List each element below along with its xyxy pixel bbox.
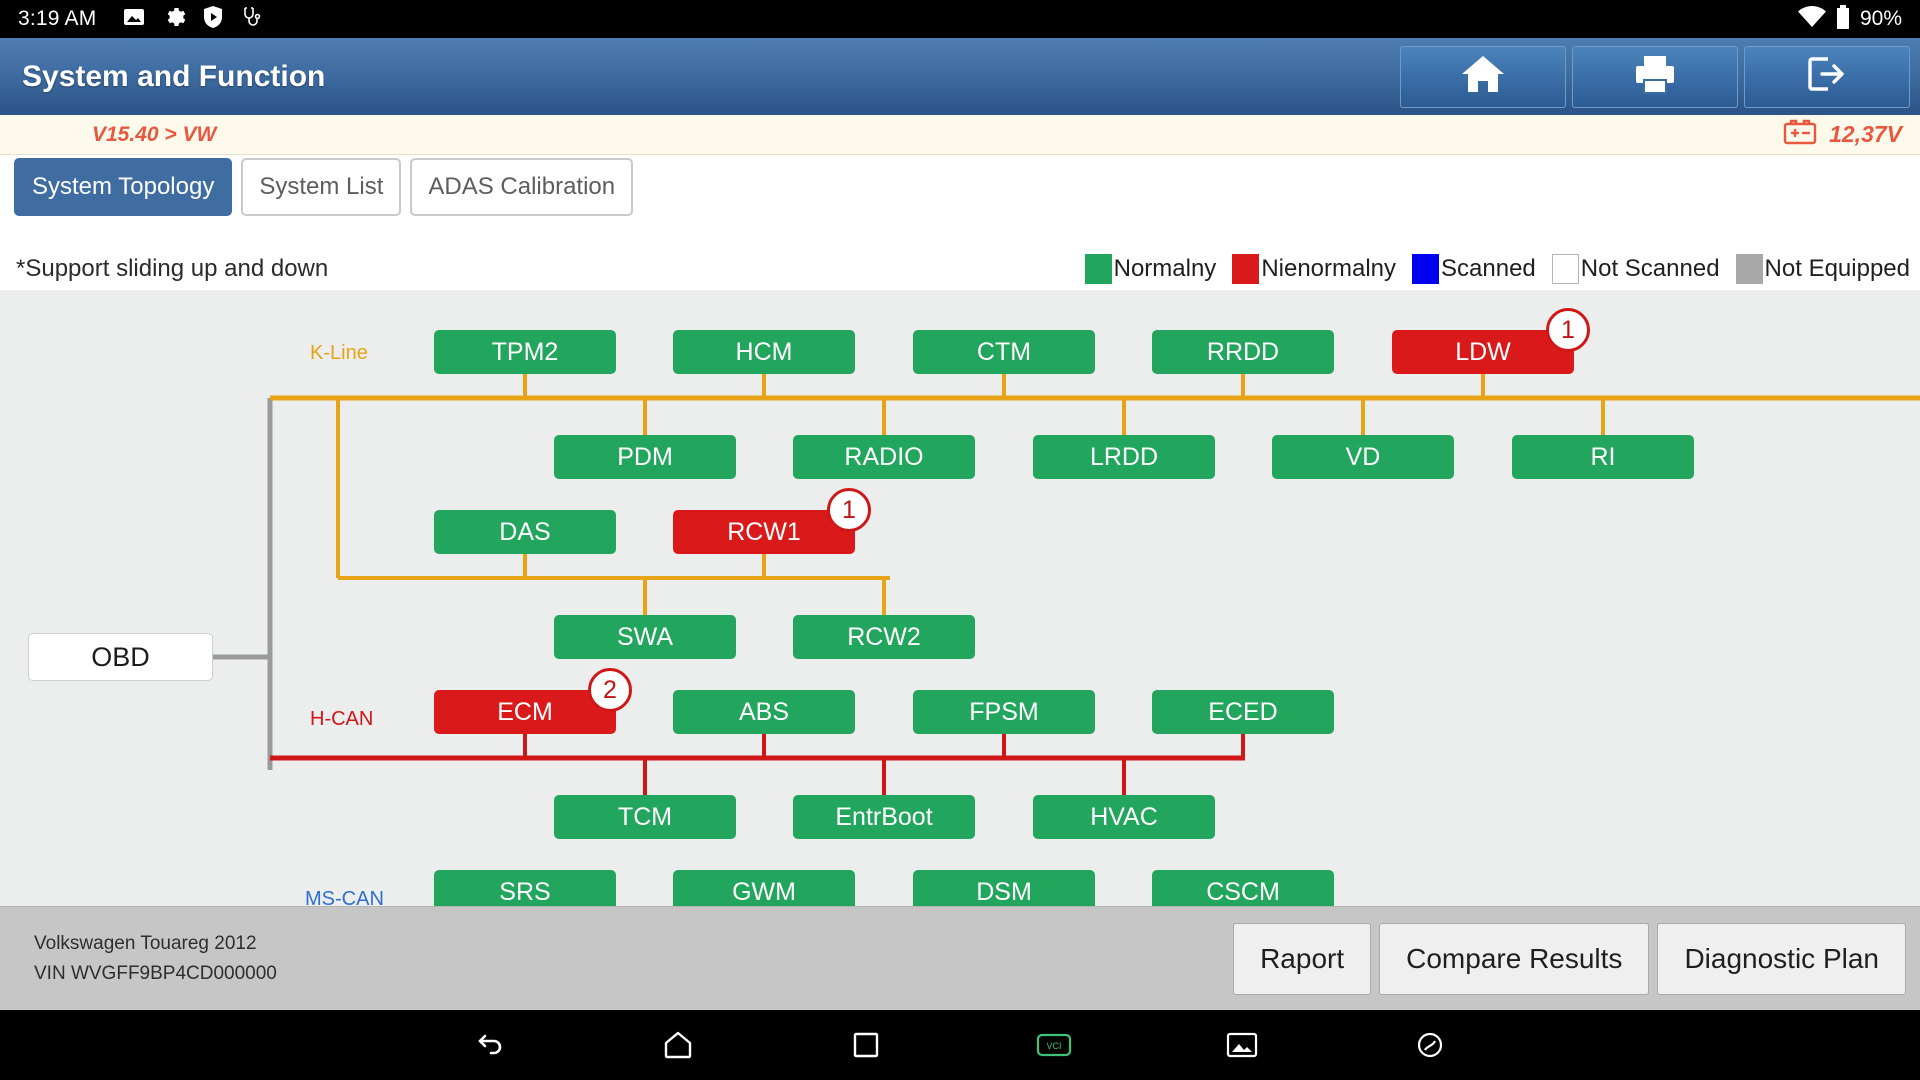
- hint-legend-row: *Support sliding up and down Normalny Ni…: [0, 248, 1920, 290]
- back-icon[interactable]: [460, 1015, 520, 1075]
- node-tcm[interactable]: TCM: [554, 795, 736, 839]
- legend-swatch-not-scanned: [1551, 254, 1579, 284]
- breadcrumb: V15.40 > VW: [92, 122, 217, 146]
- recents-icon[interactable]: [836, 1015, 896, 1075]
- node-gwm[interactable]: GWM: [673, 870, 855, 906]
- android-status-bar: 3:19 AM 90%: [0, 0, 1920, 38]
- node-rcw1[interactable]: RCW1: [673, 510, 855, 554]
- node-obd[interactable]: OBD: [28, 633, 213, 681]
- node-ctm[interactable]: CTM: [913, 330, 1095, 374]
- vci-icon[interactable]: VCI: [1024, 1015, 1084, 1075]
- image-icon: [122, 5, 146, 34]
- node-srs[interactable]: SRS: [434, 870, 616, 906]
- diagnostic-plan-button[interactable]: Diagnostic Plan: [1657, 922, 1906, 995]
- battery-icon: [1836, 4, 1850, 34]
- fault-count-badge: 1: [827, 488, 871, 532]
- legend-label-scanned: Scanned: [1441, 255, 1536, 282]
- legend-swatch-normal: [1084, 254, 1112, 284]
- node-abs[interactable]: ABS: [673, 690, 855, 734]
- vehicle-name: Volkswagen Touareg 2012: [34, 932, 257, 954]
- compare-results-button[interactable]: Compare Results: [1379, 922, 1650, 995]
- legend-label-abnormal: Nienormalny: [1261, 255, 1397, 282]
- node-pdm[interactable]: PDM: [554, 435, 736, 479]
- legend-label-normal: Normalny: [1113, 255, 1217, 282]
- printer-icon: [1632, 53, 1678, 100]
- android-nav-bar: VCI: [0, 1010, 1920, 1080]
- node-entrboot[interactable]: EntrBoot: [793, 795, 975, 839]
- legend-swatch-scanned: [1412, 254, 1440, 284]
- car-battery-icon: [1783, 119, 1817, 150]
- node-cscm[interactable]: CSCM: [1152, 870, 1334, 906]
- node-dsm[interactable]: DSM: [913, 870, 1095, 906]
- node-tpm2[interactable]: TPM2: [434, 330, 616, 374]
- battery-percent: 90%: [1859, 7, 1902, 30]
- vehicle-info: Volkswagen Touareg 2012 VIN WVGFF9BP4CD0…: [34, 929, 277, 989]
- legend-item-not-equipped: Not Equipped: [1735, 254, 1910, 284]
- home-icon[interactable]: [648, 1015, 708, 1075]
- bottom-bar: Volkswagen Touareg 2012 VIN WVGFF9BP4CD0…: [0, 906, 1920, 1010]
- legend-swatch-abnormal: [1232, 254, 1260, 284]
- bus-label-hcan: H-CAN: [310, 708, 374, 730]
- node-hvac[interactable]: HVAC: [1033, 795, 1215, 839]
- stethoscope-icon: [240, 5, 264, 34]
- legend-item-not-scanned: Not Scanned: [1551, 254, 1720, 284]
- node-rrdd[interactable]: RRDD: [1152, 330, 1334, 374]
- bus-label-mscan: MS-CAN: [305, 888, 384, 906]
- fault-count-badge: 2: [588, 668, 632, 712]
- node-lrdd[interactable]: LRDD: [1033, 435, 1215, 479]
- status-legend: Normalny Nienormalny Scanned Not Scanned…: [1069, 254, 1910, 284]
- app-title-bar: System and Function: [0, 38, 1920, 115]
- node-vd[interactable]: VD: [1272, 435, 1454, 479]
- report-button[interactable]: Raport: [1233, 922, 1372, 995]
- node-ecm[interactable]: ECM: [434, 690, 616, 734]
- node-radio[interactable]: RADIO: [793, 435, 975, 479]
- fault-count-badge: 1: [1546, 308, 1590, 352]
- tab-system-topology[interactable]: System Topology: [14, 158, 233, 216]
- screenshot-icon[interactable]: [1212, 1015, 1272, 1075]
- exit-icon: [1804, 53, 1850, 100]
- node-ri[interactable]: RI: [1512, 435, 1694, 479]
- topology-wires: [213, 374, 1920, 795]
- home-button[interactable]: [1400, 45, 1566, 108]
- tab-adas-calibration[interactable]: ADAS Calibration: [410, 158, 634, 216]
- scroll-hint: *Support sliding up and down: [16, 255, 329, 282]
- svg-text:VCI: VCI: [1046, 1041, 1061, 1051]
- print-button[interactable]: [1572, 45, 1738, 108]
- node-fpsm[interactable]: FPSM: [913, 690, 1095, 734]
- page-title: System and Function: [22, 59, 326, 93]
- bottom-actions: Raport Compare Results Diagnostic Plan: [1233, 922, 1906, 995]
- node-eced[interactable]: ECED: [1152, 690, 1334, 734]
- node-das[interactable]: DAS: [434, 510, 616, 554]
- vehicle-vin: VIN WVGFF9BP4CD000000: [34, 962, 277, 984]
- exit-button[interactable]: [1744, 45, 1910, 108]
- status-clock: 3:19 AM: [18, 7, 97, 30]
- voltage-reading: 12,37V: [1829, 121, 1902, 147]
- legend-label-not-scanned: Not Scanned: [1580, 255, 1720, 282]
- gear-icon: [162, 5, 186, 34]
- bus-label-kline: K-Line: [310, 342, 368, 364]
- legend-label-not-equipped: Not Equipped: [1764, 255, 1910, 282]
- assistant-icon[interactable]: [1400, 1015, 1460, 1075]
- wifi-icon: [1797, 5, 1826, 33]
- tab-bar: System Topology System List ADAS Calibra…: [14, 158, 634, 216]
- version-voltage-bar: V15.40 > VW 12,37V: [0, 115, 1920, 155]
- tab-system-list[interactable]: System List: [241, 158, 402, 216]
- legend-item-normal: Normalny: [1084, 254, 1217, 284]
- legend-item-scanned: Scanned: [1412, 254, 1536, 284]
- node-ldw[interactable]: LDW: [1392, 330, 1574, 374]
- legend-swatch-not-equipped: [1735, 254, 1763, 284]
- legend-item-abnormal: Nienormalny: [1232, 254, 1396, 284]
- node-swa[interactable]: SWA: [554, 615, 736, 659]
- shield-play-icon: [202, 5, 224, 34]
- home-icon: [1460, 53, 1506, 100]
- node-hcm[interactable]: HCM: [673, 330, 855, 374]
- node-rcw2[interactable]: RCW2: [793, 615, 975, 659]
